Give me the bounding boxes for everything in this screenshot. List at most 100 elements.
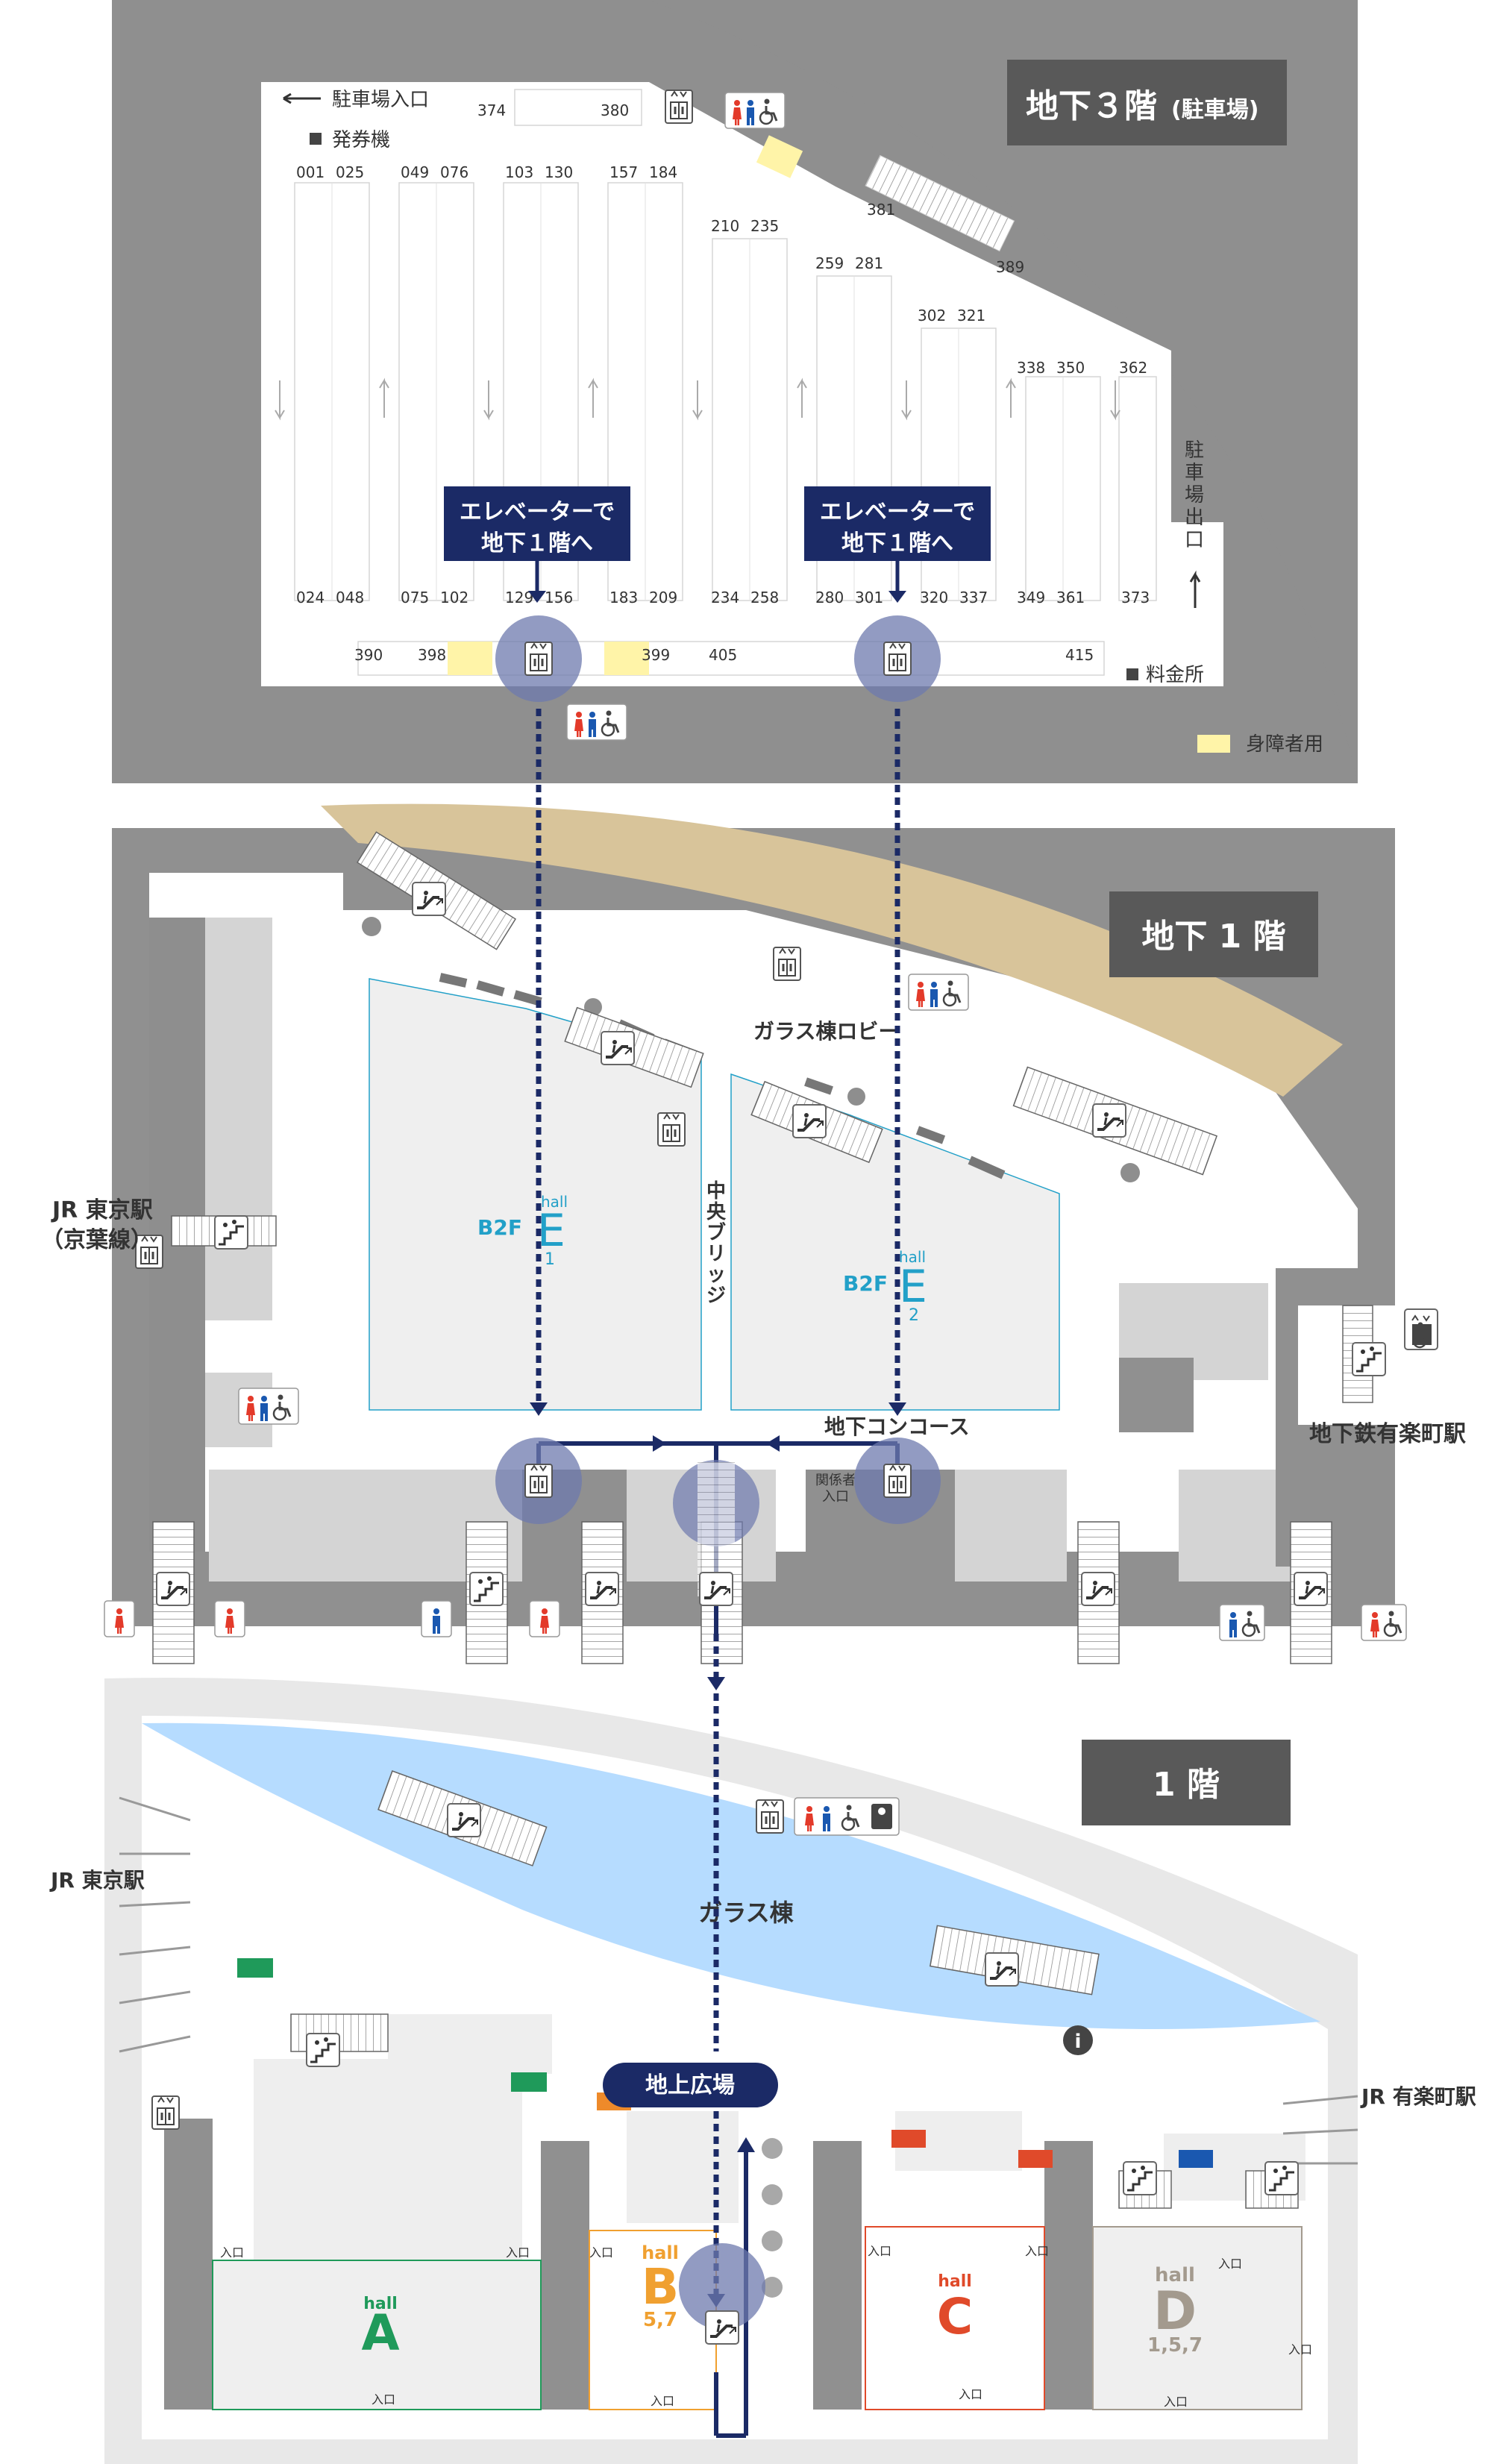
- restroom-male-icon: [421, 1601, 451, 1637]
- svg-text:入口: 入口: [959, 2387, 982, 2401]
- elevator-icon[interactable]: [883, 641, 912, 677]
- info-icon[interactable]: [1063, 2025, 1093, 2055]
- svg-text:209: 209: [649, 589, 677, 606]
- escalator-highlight-1f[interactable]: [679, 2243, 765, 2330]
- svg-text:hall: hall: [642, 2242, 679, 2263]
- toll-booth-icon: [1126, 668, 1138, 680]
- svg-text:157: 157: [609, 163, 638, 181]
- svg-text:C: C: [937, 2288, 973, 2345]
- svg-text:場: 場: [1185, 484, 1204, 507]
- subway-yurakucho-label: 地下鉄有楽町駅: [1309, 1421, 1466, 1447]
- svg-text:361: 361: [1056, 589, 1085, 606]
- parking-exit-label: 駐 車 場 出 口: [1185, 439, 1204, 551]
- svg-text:280: 280: [815, 589, 844, 606]
- concourse-label: 地下コンコース: [824, 1414, 970, 1439]
- jr-tokyo-gates: [119, 1796, 1358, 2165]
- svg-text:i: i: [1075, 2031, 1082, 2053]
- escalator-icon: [584, 1571, 620, 1607]
- elevator-icon[interactable]: [883, 1463, 912, 1499]
- svg-text:B: B: [642, 2258, 679, 2316]
- hall-a-area[interactable]: [212, 2260, 542, 2410]
- svg-text:075: 075: [401, 589, 429, 606]
- disabled-parking-spot: [604, 642, 649, 675]
- elevator-icon: [664, 89, 694, 125]
- svg-text:入口: 入口: [651, 2394, 674, 2408]
- escalator-icon: [984, 1952, 1020, 1987]
- svg-text:1 階: 1 階: [1153, 1766, 1220, 1804]
- svg-text:130: 130: [545, 163, 573, 181]
- hall-d-area[interactable]: [1092, 2226, 1303, 2410]
- svg-text:210: 210: [711, 217, 739, 235]
- svg-text:235: 235: [750, 217, 779, 235]
- hall-d-label: hall D 1,5,7: [1147, 2264, 1203, 2357]
- restroom-female-icon: [215, 1601, 245, 1637]
- svg-text:390: 390: [354, 646, 383, 664]
- stairs-icon: [213, 1214, 249, 1250]
- restroom-icon: [239, 1388, 298, 1424]
- svg-text:259: 259: [815, 254, 844, 272]
- svg-text:E: E: [537, 1205, 565, 1257]
- staff-entrance-label: 関係者: [815, 1473, 856, 1488]
- floor-label-b1: 地下 1 階: [1109, 891, 1318, 977]
- ticket-machine-label: 発券機: [332, 129, 390, 151]
- svg-text:001: 001: [296, 163, 325, 181]
- svg-text:D: D: [1153, 2280, 1197, 2342]
- entrance-labels: 入口 入口 入口 入口 入口 入口 入口 入口 入口 入口 入口: [220, 2244, 1312, 2409]
- svg-text:389: 389: [996, 258, 1024, 276]
- elevator-wheelchair-icon: [1404, 1308, 1438, 1350]
- exit-sign-icon: [1018, 2150, 1053, 2168]
- floor-b1: B2F hall E 1 B2F hall E 2 ガラス棟ロビー 中 央 ブ …: [41, 803, 1466, 1664]
- exit-sign-icon: [511, 2072, 547, 2092]
- svg-text:ブ: ブ: [706, 1221, 726, 1244]
- elevator-icon[interactable]: [524, 1463, 554, 1499]
- elevator-note-1: エレベーターで 地下１階へ: [444, 486, 630, 603]
- svg-text:hall: hall: [541, 1193, 568, 1211]
- svg-text:337: 337: [959, 589, 988, 606]
- svg-text:A: A: [361, 2304, 399, 2362]
- svg-text:076: 076: [440, 163, 468, 181]
- elevator-icon[interactable]: [524, 641, 554, 677]
- svg-text:374: 374: [477, 101, 506, 119]
- svg-text:281: 281: [855, 254, 883, 272]
- svg-text:中: 中: [706, 1180, 726, 1203]
- svg-text:398: 398: [418, 646, 446, 664]
- hall-a-label: hall A: [361, 2295, 399, 2362]
- parking-entrance-label: 駐車場入口: [332, 89, 429, 111]
- svg-text:地下１階へ: 地下１階へ: [481, 530, 593, 557]
- escalator-icon[interactable]: [704, 2310, 740, 2345]
- elevator-icon: [772, 946, 802, 982]
- hall-e1-area[interactable]: [369, 978, 702, 1411]
- restroom-male-wheelchair-icon: [1220, 1605, 1264, 1640]
- svg-text:349: 349: [1017, 589, 1045, 606]
- exit-sign-icon: [1179, 2150, 1213, 2168]
- svg-text:入口: 入口: [506, 2245, 530, 2260]
- glass-building-label: ガラス棟: [698, 1899, 794, 1927]
- svg-text:156: 156: [545, 589, 573, 606]
- svg-text:地下１階へ: 地下１階へ: [841, 530, 953, 557]
- route-overlay: 地上広場: [495, 709, 941, 2438]
- svg-text:183: 183: [609, 589, 638, 606]
- nursing-room-icon: [871, 1804, 892, 1829]
- svg-text:ジ: ジ: [706, 1285, 726, 1307]
- svg-text:184: 184: [649, 163, 677, 181]
- ground-plaza-badge[interactable]: 地上広場: [603, 2063, 778, 2107]
- escalator-icon: [1293, 1571, 1329, 1607]
- svg-text:373: 373: [1121, 589, 1150, 606]
- hall-c-area[interactable]: [865, 2226, 1045, 2410]
- toll-booth-label: 料金所: [1146, 664, 1204, 686]
- svg-text:048: 048: [336, 589, 364, 606]
- svg-text:B2F: B2F: [477, 1215, 522, 1240]
- svg-text:E: E: [899, 1261, 927, 1313]
- svg-text:258: 258: [750, 589, 779, 606]
- svg-text:央: 央: [706, 1201, 727, 1223]
- svg-text:入口: 入口: [1164, 2395, 1188, 2409]
- svg-text:入口: 入口: [1288, 2342, 1312, 2357]
- floor-b3-parking: 駐車場入口 発券機 374 380 001 025 049 076 103 13…: [112, 0, 1358, 783]
- svg-text:hall: hall: [363, 2295, 398, 2313]
- restroom-female-wheelchair-icon: [1361, 1605, 1406, 1640]
- svg-text:地上広場: 地上広場: [645, 2072, 735, 2098]
- hall-e2-label: B2F hall E 2: [843, 1248, 927, 1325]
- svg-text:リ: リ: [706, 1243, 726, 1265]
- escalator-icon[interactable]: [698, 1571, 734, 1607]
